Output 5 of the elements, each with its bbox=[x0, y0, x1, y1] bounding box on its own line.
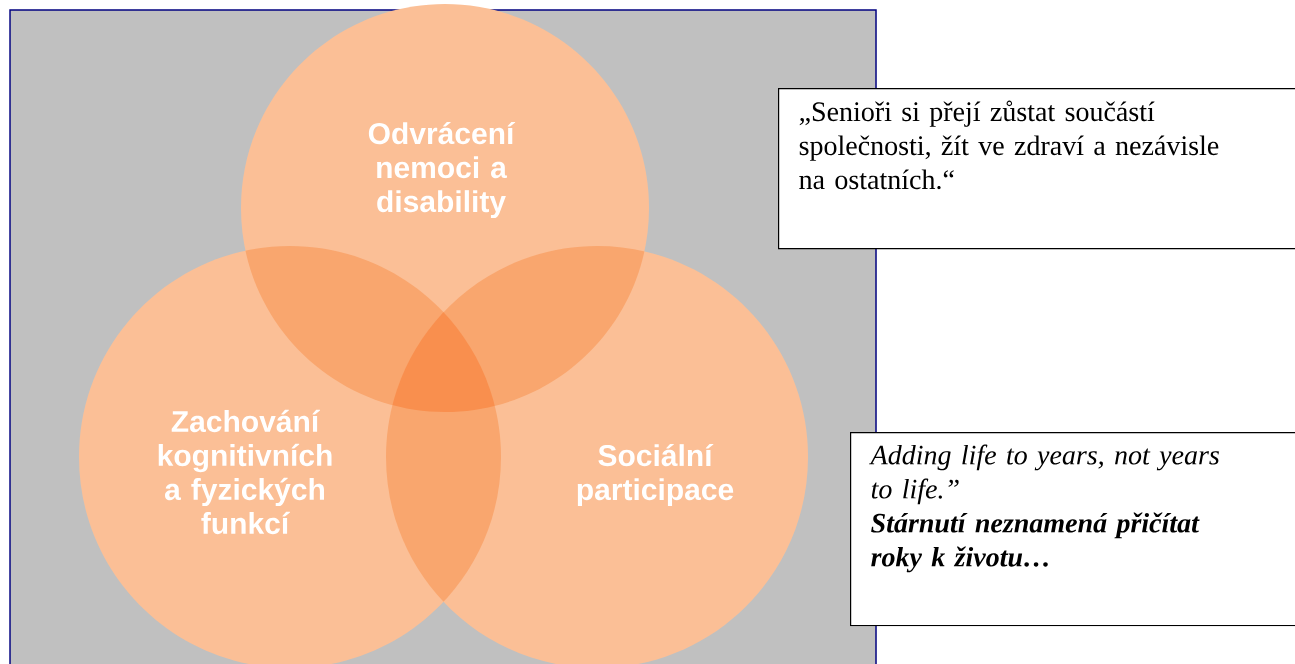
quote-box: „Senioři si přejí zůstat součástí společnosti, žít ve zdraví a nezávisle na ostatních.“ bbox=[778, 88, 1295, 250]
quote-box: Adding life to years, not years to life.” Stárnutí neznamená přičítat roky k životu… bbox=[850, 432, 1295, 627]
circle-label: Odvrácení nemoci a disability bbox=[368, 121, 516, 219]
circle-label: Sociální participace bbox=[577, 443, 734, 507]
circle-label: Zachování kognitivních a fyzických funkcí bbox=[158, 409, 332, 535]
